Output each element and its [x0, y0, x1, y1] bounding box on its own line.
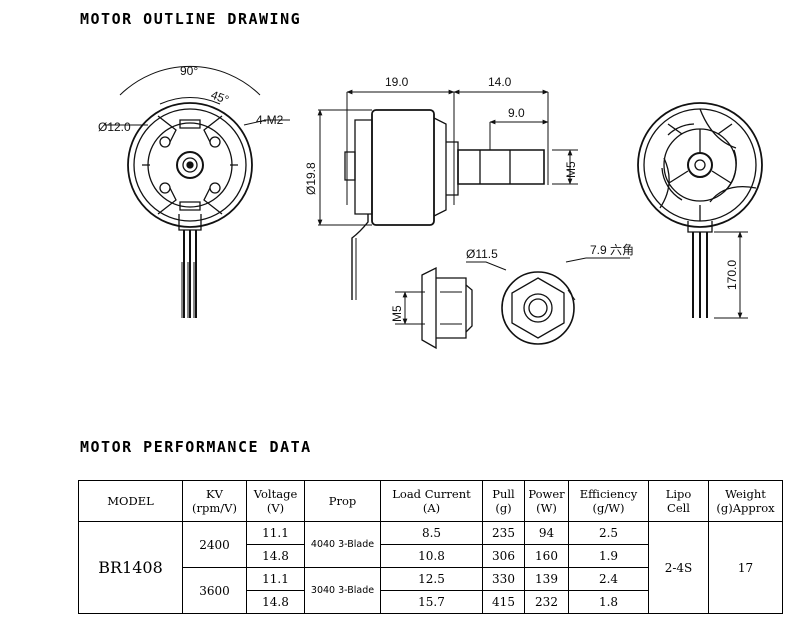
prop-cell: 3040 3-Blade [304, 567, 381, 614]
length-19-label: 19.0 [385, 75, 409, 89]
m5-shaft-label: M5 [564, 161, 578, 178]
voltage-cell: 14.8 [246, 590, 305, 614]
current-cell: 10.8 [380, 544, 483, 568]
header-model: MODEL [78, 480, 183, 522]
motor-outline-drawing: 90° 45° Ø12.0 4-M2 19.0 14.0 9.0 Ø19.8 M… [98, 64, 763, 350]
current-cell: 12.5 [380, 567, 483, 591]
efficiency-cell: 2.4 [568, 567, 649, 591]
power-cell: 94 [524, 521, 569, 545]
m5-nut-label: M5 [390, 305, 404, 322]
front-view [104, 65, 290, 318]
model-cell: BR1408 [78, 521, 183, 614]
prop-cell: 4040 3-Blade [304, 521, 381, 568]
table-row: 14.8 15.7 415 232 1.8 [79, 590, 783, 614]
table-row: BR1408 2400 11.1 4040 3-Blade 8.5 235 94… [78, 521, 783, 614]
kv-cell: 2400 [182, 521, 247, 568]
table-row: 3600 11.1 3040 3-Blade 12.5 330 139 2.4 [79, 567, 783, 614]
side-view [317, 89, 578, 300]
header-prop: Prop [304, 480, 381, 522]
voltage-cell: 11.1 [246, 521, 305, 545]
diameter-19-8-label: Ø19.8 [304, 162, 318, 195]
current-cell: 15.7 [380, 590, 483, 614]
header-power: Power(W) [524, 480, 569, 522]
pull-cell: 306 [482, 544, 525, 568]
voltage-cell: 14.8 [246, 544, 305, 568]
current-cell: 8.5 [380, 521, 483, 545]
efficiency-cell: 1.9 [568, 544, 649, 568]
length-14-label: 14.0 [488, 75, 512, 89]
efficiency-cell: 2.5 [568, 521, 649, 545]
efficiency-cell: 1.8 [568, 590, 649, 614]
voltage-cell: 11.1 [246, 567, 305, 591]
angle-45-label: 45° [209, 88, 231, 107]
power-cell: 139 [524, 567, 569, 591]
weight-cell: 17 [708, 521, 783, 614]
power-cell: 160 [524, 544, 569, 568]
diameter-11-5-label: Ø11.5 [466, 247, 498, 261]
pull-cell: 330 [482, 567, 525, 591]
outline-heading: MOTOR OUTLINE DRAWING [80, 10, 302, 28]
header-pull: Pull(g) [482, 480, 525, 522]
screws-label: 4-M2 [256, 113, 284, 127]
lead-170-label: 170.0 [725, 260, 739, 290]
header-voltage: Voltage(V) [246, 480, 305, 522]
nut-front-view [466, 257, 630, 345]
header-row: MODEL KV(rpm/V) Voltage(V) Prop Load Cur… [78, 480, 783, 522]
pull-cell: 235 [482, 521, 525, 545]
nut-side-view [395, 266, 473, 350]
performance-table: MODEL KV(rpm/V) Voltage(V) Prop Load Cur… [78, 480, 783, 614]
table-row: 14.8 10.8 306 160 1.9 [79, 544, 783, 568]
kv-cell: 3600 [182, 567, 247, 614]
pull-cell: 415 [482, 590, 525, 614]
power-cell: 232 [524, 590, 569, 614]
back-view [637, 102, 763, 319]
header-weight: Weight(g)Approx [708, 480, 783, 522]
lipo-cell: 2-4S [648, 521, 709, 614]
shaft-9-label: 9.0 [508, 106, 525, 120]
diameter-12-label: Ø12.0 [98, 120, 131, 134]
performance-heading: MOTOR PERFORMANCE DATA [80, 438, 312, 456]
header-kv: KV(rpm/V) [182, 480, 247, 522]
hex-7-9-label: 7.9 六角 [590, 243, 634, 257]
angle-90-label: 90° [180, 64, 198, 78]
header-efficiency: Efficiency(g/W) [568, 480, 649, 522]
header-load-current: Load Current(A) [380, 480, 483, 522]
